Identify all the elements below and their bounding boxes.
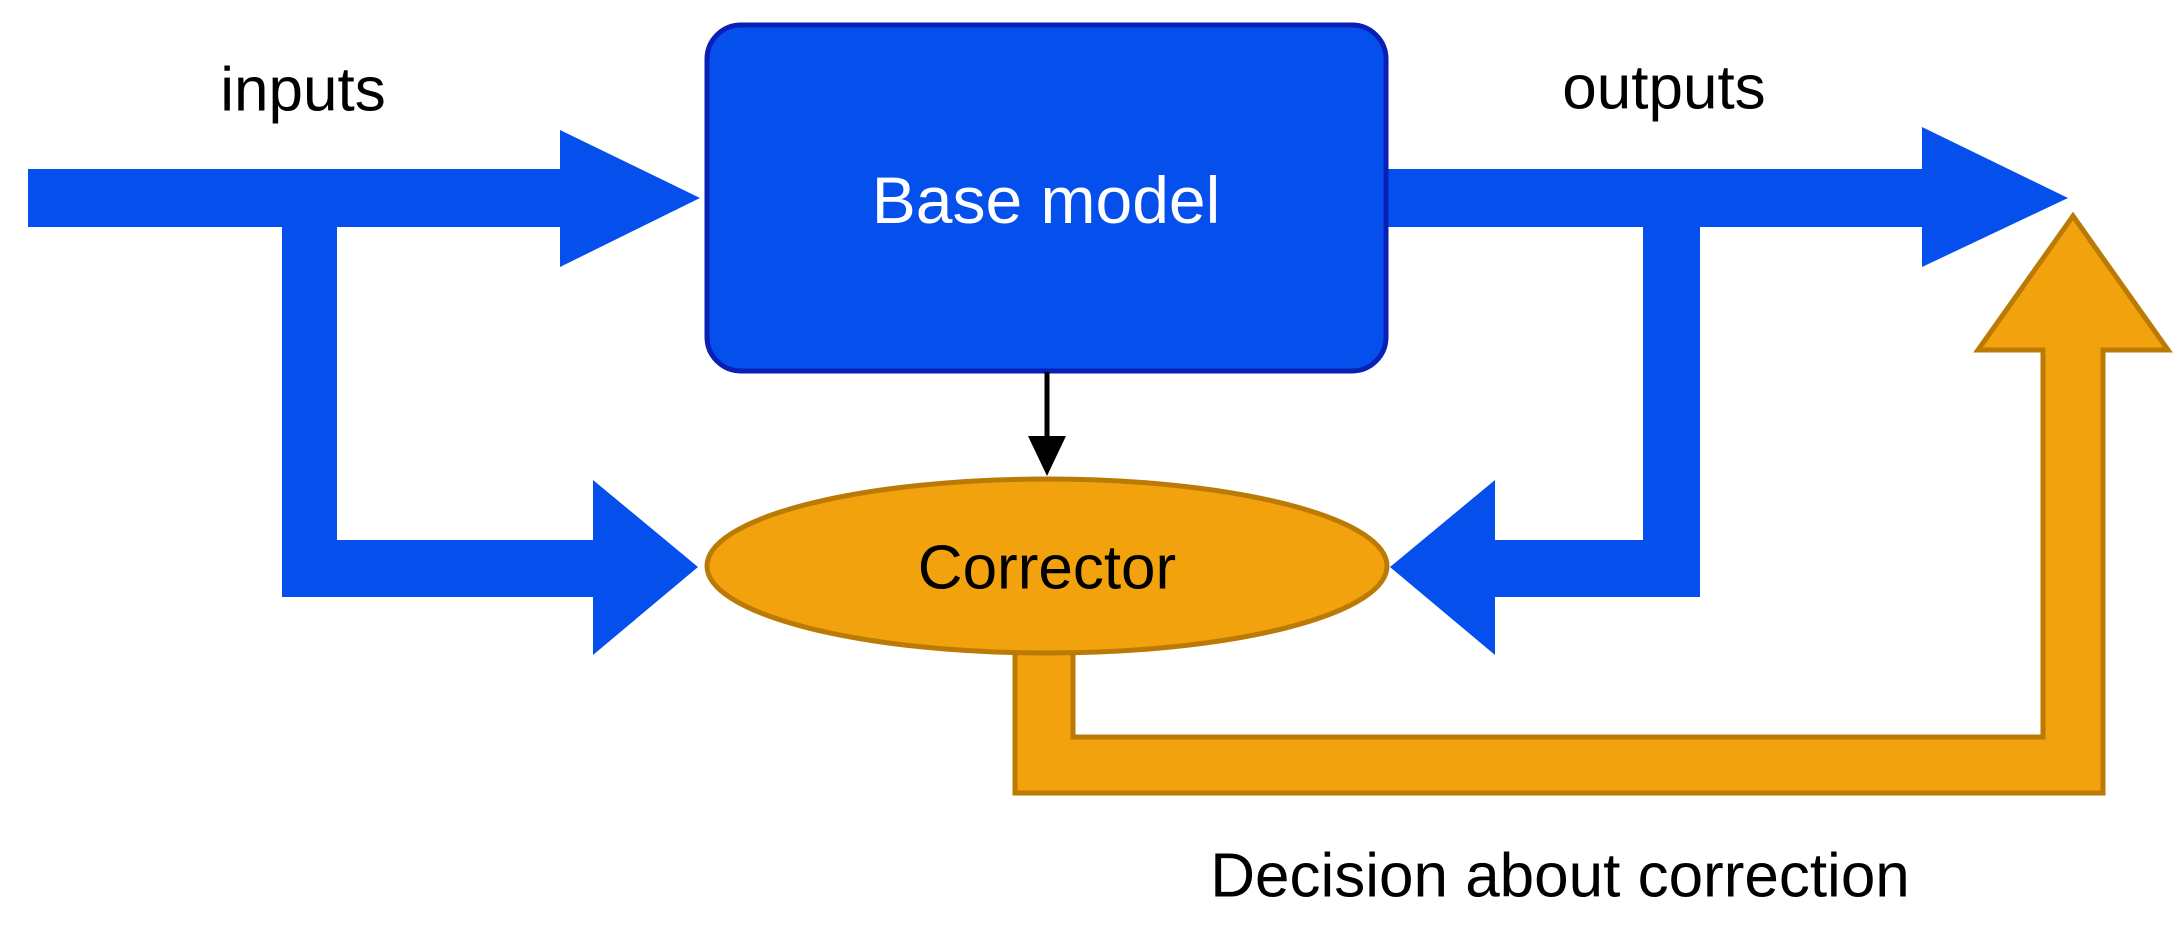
- base-model-node: [704, 22, 1389, 374]
- base-to-corrector-arrowhead: [1028, 436, 1066, 476]
- corrector-node: [704, 476, 1390, 656]
- correction-feedback-arrow: [1012, 211, 2173, 796]
- decision-label: Decision about correction: [1210, 842, 1910, 911]
- inputs-label: inputs: [220, 56, 385, 125]
- corrector-label: Corrector: [918, 534, 1176, 603]
- inputs-arrow: [28, 130, 700, 267]
- outputs-to-corrector-arrow: [1390, 227, 1700, 655]
- inputs-to-corrector-arrow: [282, 227, 698, 655]
- outputs-label: outputs: [1562, 54, 1765, 123]
- outputs-arrow: [1386, 127, 2068, 267]
- base-model-label: Base model: [872, 163, 1221, 237]
